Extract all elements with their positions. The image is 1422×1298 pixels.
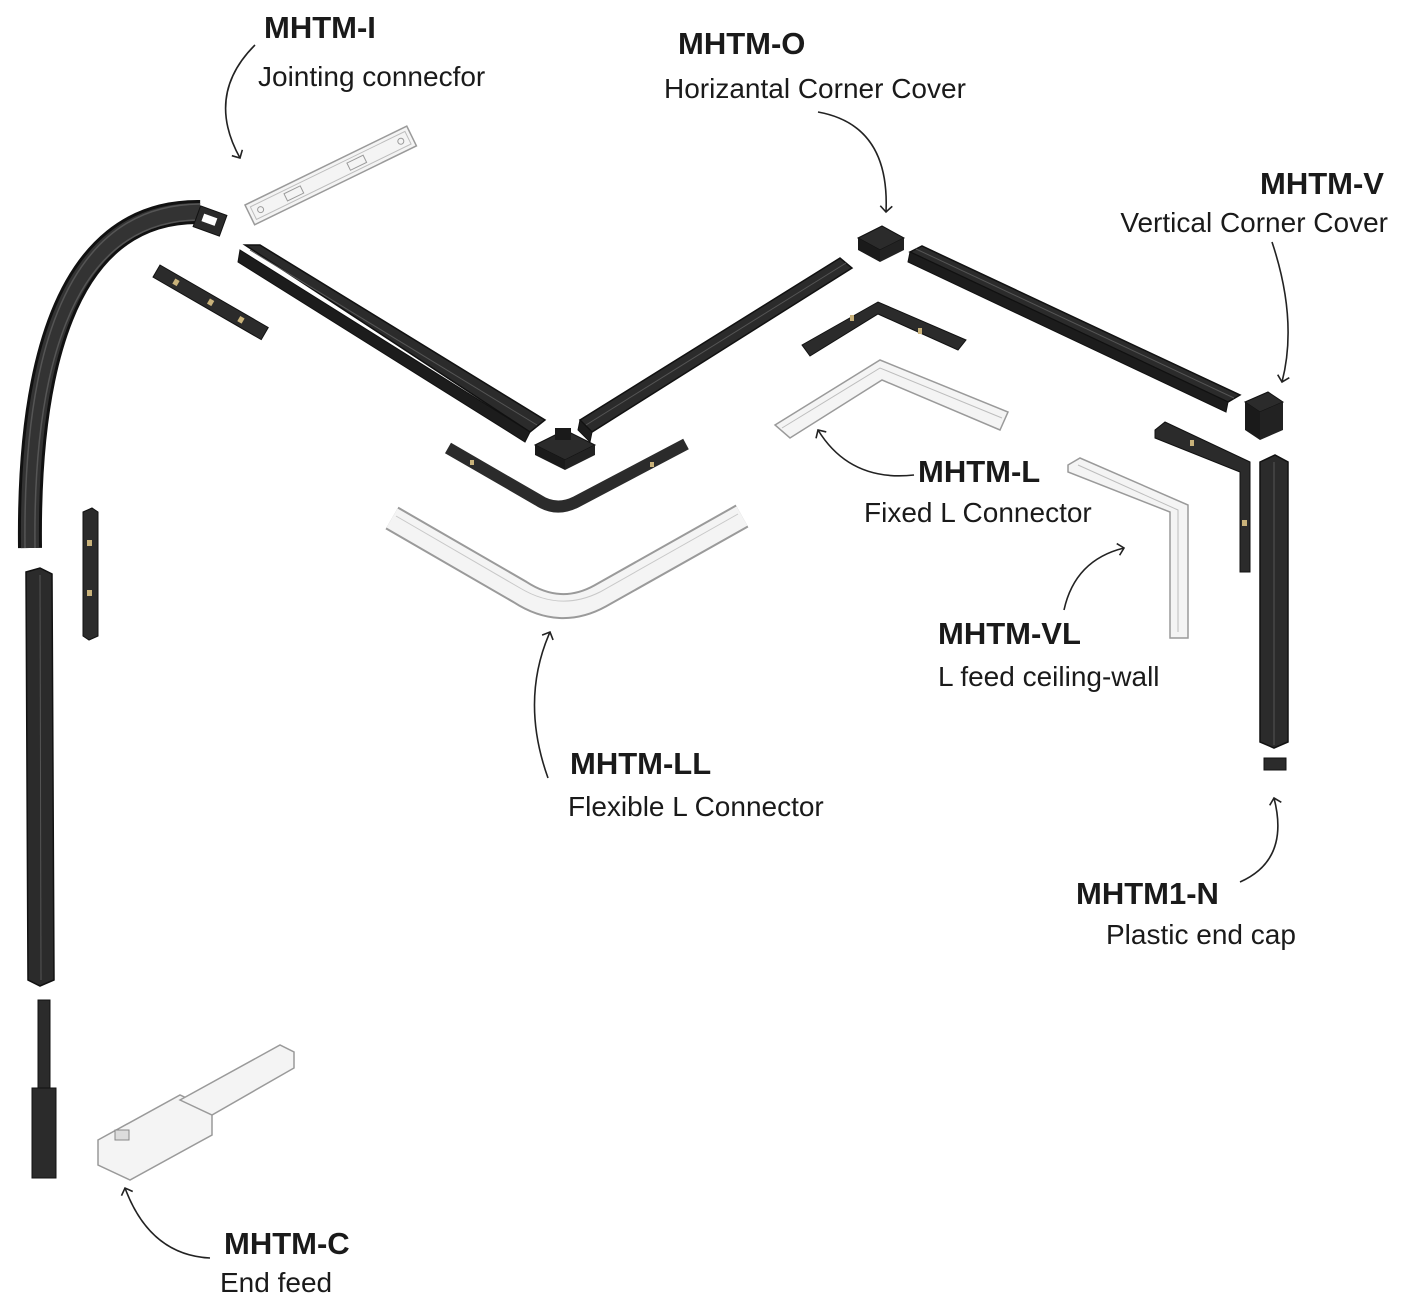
straight-track-3 bbox=[907, 245, 1242, 413]
fixed-l-connector-white bbox=[773, 359, 1009, 439]
label-mhtm-vl: MHTM-VL bbox=[938, 616, 1081, 651]
curved-track bbox=[17, 199, 228, 549]
label-mhtm1-n-desc: Plastic end cap bbox=[1106, 919, 1296, 950]
label-mhtm-i-desc: Jointing connecfor bbox=[258, 61, 486, 92]
label-mhtm-c-code: MHTM-C bbox=[224, 1226, 350, 1261]
vertical-track-left bbox=[25, 567, 55, 987]
horizontal-corner-cover-bottom bbox=[533, 428, 597, 470]
arrow-mhtm-i bbox=[224, 44, 256, 159]
arrow-mhtm1-n bbox=[1239, 796, 1282, 883]
vertical-corner-cover bbox=[1243, 391, 1285, 440]
end-feed-white bbox=[97, 1044, 295, 1181]
arrow-mhtm-vl bbox=[1063, 542, 1126, 611]
arrows bbox=[120, 44, 1290, 1259]
label-mhtm-ll-desc: Flexible L Connector bbox=[568, 791, 824, 822]
label-mhtm-ll-desc-wrap: Flexible L Connector bbox=[568, 788, 824, 822]
label-mhtm-ll-code: MHTM-LL bbox=[570, 746, 712, 781]
end-feed-black bbox=[31, 999, 57, 1179]
label-mhtm-o-desc-wrap: Horizantal Corner Cover bbox=[664, 70, 966, 104]
label-mhtm-o-code: MHTM-O bbox=[678, 26, 806, 61]
jointing-connector-white bbox=[243, 125, 418, 226]
arrow-mhtm-o bbox=[817, 111, 893, 214]
label-mhtm-v-code: MHTM-V bbox=[1260, 166, 1384, 201]
arrow-mhtm-c bbox=[120, 1186, 211, 1259]
l-feed-ceiling-wall-white bbox=[1067, 457, 1189, 639]
vertical-connector-black bbox=[82, 507, 99, 641]
label-mhtm-i-desc-wrap: Jointing connecfor bbox=[258, 58, 486, 92]
flexible-l-connector-white bbox=[385, 504, 749, 619]
label-mhtm-i: MHTM-I bbox=[264, 10, 376, 45]
fixed-l-connector-black bbox=[801, 301, 967, 357]
label-mhtm-v-desc-wrap: Vertical Corner Cover bbox=[1120, 204, 1388, 238]
l-feed-ceiling-wall-black bbox=[1154, 421, 1251, 573]
label-mhtm-l-desc: Fixed L Connector bbox=[864, 497, 1092, 528]
label-mhtm-o: MHTM-O bbox=[678, 26, 806, 61]
jointing-connector-black bbox=[152, 264, 269, 341]
label-mhtm-vl-desc-wrap: L feed ceiling-wall bbox=[938, 658, 1160, 692]
horizontal-corner-cover-top bbox=[856, 225, 906, 262]
label-mhtm1-n: MHTM1-N bbox=[1076, 876, 1219, 911]
label-mhtm-c-desc: End feed bbox=[220, 1267, 333, 1298]
arrow-mhtm-v bbox=[1271, 241, 1290, 384]
straight-track-2 bbox=[577, 257, 854, 444]
label-mhtm-vl-code: MHTM-VL bbox=[938, 616, 1081, 651]
straight-track-1 bbox=[237, 244, 547, 443]
label-mhtm-o-desc: Horizantal Corner Cover bbox=[664, 73, 966, 104]
label-mhtm-v-desc: Vertical Corner Cover bbox=[1120, 207, 1388, 238]
label-mhtm-l: MHTM-L bbox=[918, 454, 1041, 489]
label-mhtm-vl-desc: L feed ceiling-wall bbox=[938, 661, 1160, 692]
label-mhtm-l-code: MHTM-L bbox=[918, 454, 1041, 489]
flexible-l-connector-black bbox=[444, 438, 689, 513]
vertical-track-right bbox=[1259, 454, 1289, 771]
label-mhtm-v: MHTM-V bbox=[1260, 166, 1384, 201]
arrow-mhtm-l bbox=[815, 429, 915, 477]
label-mhtm-c-desc-wrap: End feed bbox=[220, 1264, 333, 1298]
label-mhtm-c: MHTM-C bbox=[224, 1226, 350, 1261]
label-mhtm-ll: MHTM-LL bbox=[570, 746, 712, 781]
arrow-mhtm-ll bbox=[533, 630, 554, 779]
label-mhtm1-n-code: MHTM1-N bbox=[1076, 876, 1219, 911]
label-mhtm1-n-desc-wrap: Plastic end cap bbox=[1106, 916, 1296, 950]
label-mhtm-i-code: MHTM-I bbox=[264, 10, 376, 45]
label-mhtm-l-desc-wrap: Fixed L Connector bbox=[864, 494, 1092, 528]
